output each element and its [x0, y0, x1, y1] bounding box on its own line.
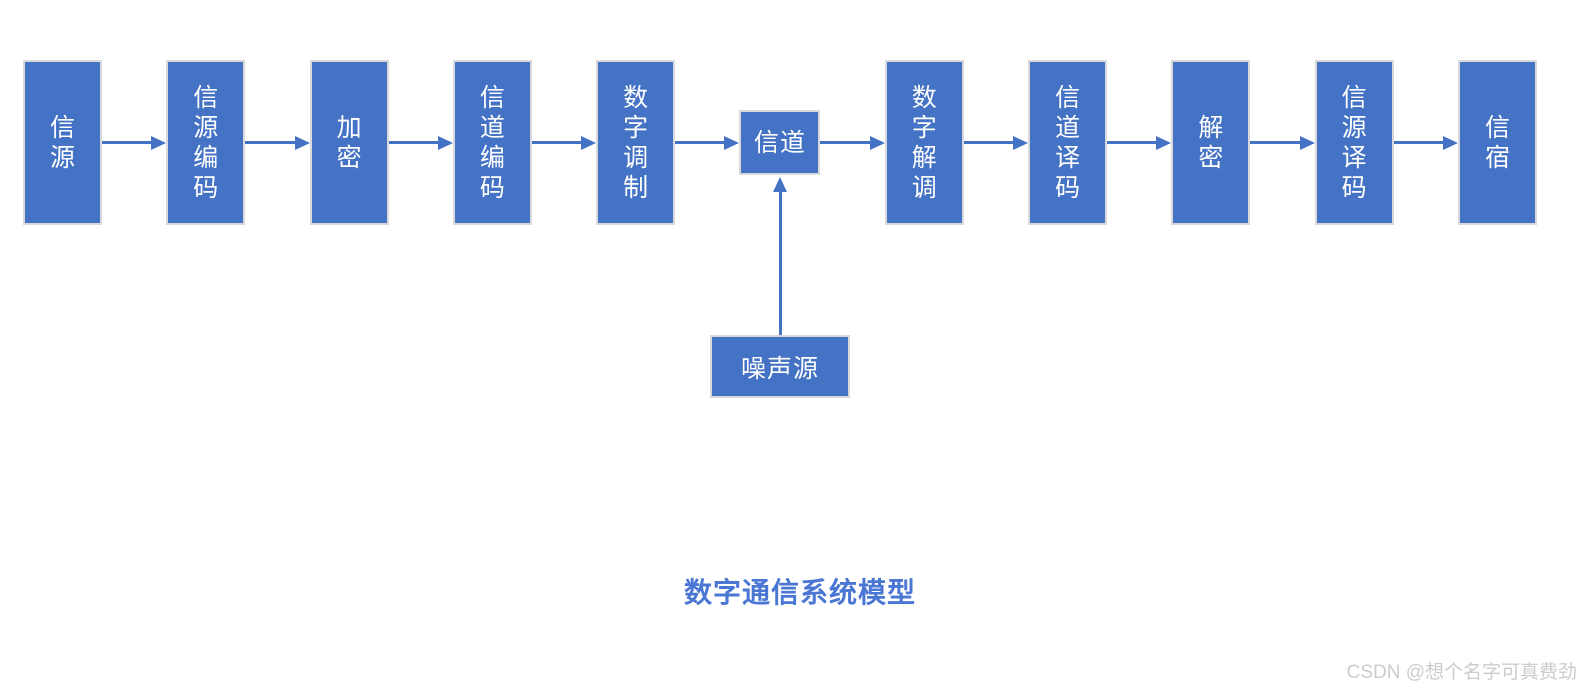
flow-box-11: 信 宿 [1457, 60, 1537, 225]
flow-box-4: 信 道 编 码 [452, 60, 532, 225]
flow-arrow-6 [820, 60, 885, 225]
flow-arrow-10 [1393, 60, 1458, 225]
arrow-right-icon [581, 135, 597, 150]
arrow-shaft [675, 141, 725, 144]
arrow-right-icon [1156, 135, 1172, 150]
flow-arrow-8 [1107, 60, 1172, 225]
flow-arrow-2 [245, 60, 310, 225]
noise-arrow [773, 177, 787, 335]
flow-row: 信 源信 源 编 码加 密信 道 编 码数 字 调 制信道数 字 解 调信 道 … [23, 60, 1537, 225]
diagram-title: 数字通信系统模型 [683, 577, 916, 608]
arrow-shaft [820, 141, 870, 144]
flow-box-5: 数 字 调 制 [596, 60, 676, 225]
flow-arrow-7 [963, 60, 1029, 225]
flow-arrow-4 [531, 60, 597, 225]
flow-arrow-1 [102, 60, 167, 225]
arrow-shaft [531, 141, 582, 144]
arrow-right-icon [437, 135, 453, 150]
flow-box-8: 信 道 译 码 [1028, 60, 1108, 225]
noise-source-label: 噪声源 [740, 354, 819, 383]
noise-source-box: 噪声源 [710, 335, 850, 398]
flow-arrow-5 [675, 60, 740, 225]
noise-arrow-shaft [778, 192, 782, 335]
flow-box-6: 信道 [739, 110, 821, 175]
flow-arrow-9 [1250, 60, 1315, 225]
arrow-right-icon [724, 135, 740, 150]
arrow-shaft [1107, 141, 1157, 144]
arrow-shaft [102, 141, 152, 144]
arrow-right-icon [869, 135, 885, 150]
arrow-up-icon [773, 177, 787, 192]
flow-box-7: 数 字 解 调 [884, 60, 964, 225]
arrow-shaft [1393, 141, 1443, 144]
flow-box-1: 信 源 [23, 60, 102, 225]
flow-box-2: 信 源 编 码 [166, 60, 246, 225]
flow-arrow-3 [388, 60, 453, 225]
flow-box-3: 加 密 [309, 60, 389, 225]
arrow-right-icon [151, 135, 167, 150]
arrow-shaft [1250, 141, 1300, 144]
arrow-right-icon [294, 135, 310, 150]
arrow-shaft [388, 141, 438, 144]
arrow-right-icon [1013, 135, 1029, 150]
arrow-right-icon [1299, 135, 1315, 150]
arrow-shaft [245, 141, 295, 144]
arrow-shaft [963, 141, 1014, 144]
watermark-text: CSDN @想个名字可真费劲 [1346, 662, 1577, 683]
arrow-right-icon [1442, 135, 1458, 150]
flow-box-9: 解 密 [1171, 60, 1251, 225]
flow-box-10: 信 源 译 码 [1314, 60, 1394, 225]
